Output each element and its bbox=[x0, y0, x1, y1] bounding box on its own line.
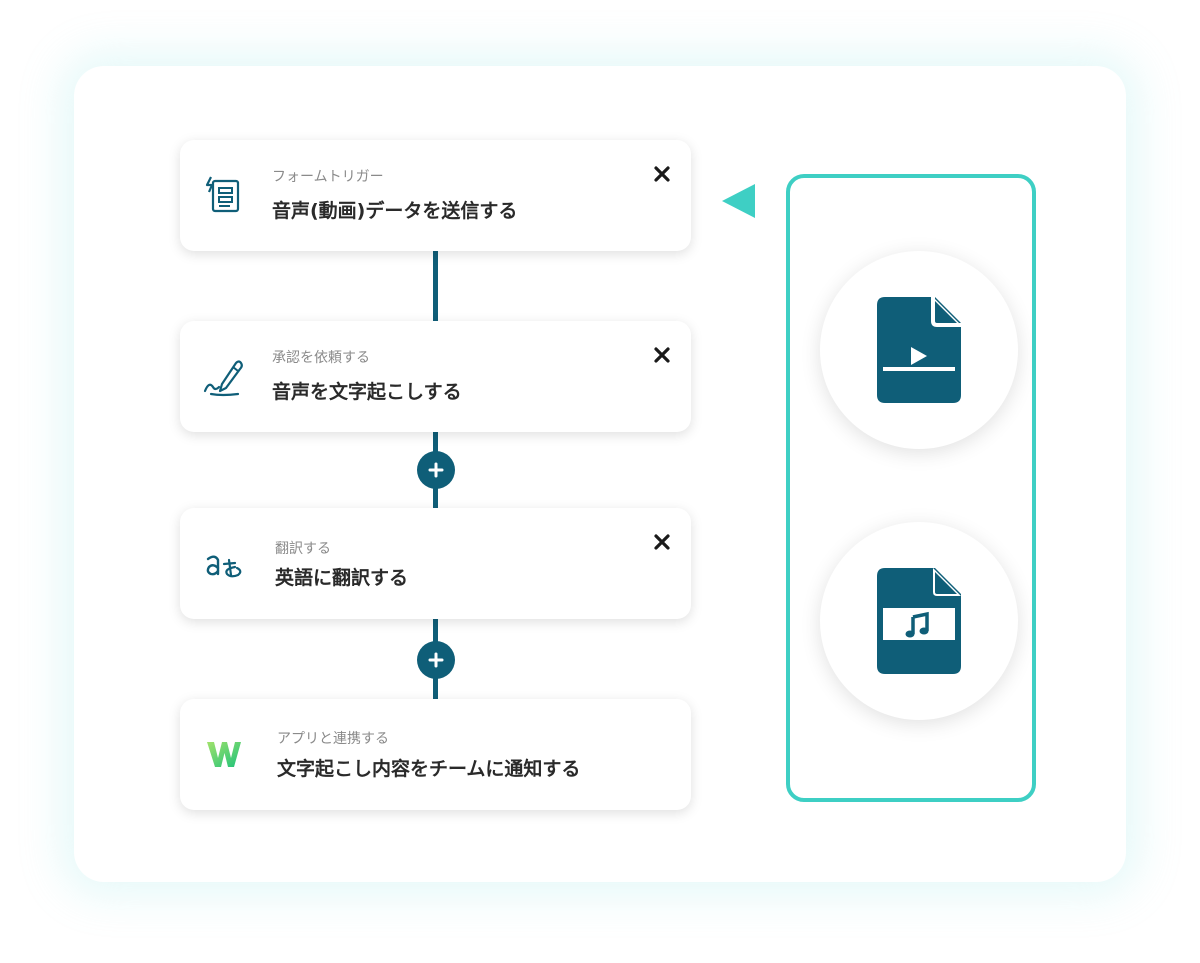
close-icon[interactable] bbox=[652, 532, 672, 552]
step-title: 音声を文字起こしする bbox=[272, 381, 462, 403]
chatwork-app-logo bbox=[202, 732, 246, 776]
flow-step-approval[interactable]: 承認を依頼する 音声を文字起こしする bbox=[180, 321, 691, 432]
step-label: 翻訳する bbox=[275, 541, 331, 557]
step-title: 英語に翻訳する bbox=[275, 567, 409, 589]
close-icon[interactable] bbox=[652, 164, 672, 184]
add-step-button[interactable] bbox=[417, 641, 455, 679]
step-title: 文字起こし内容をチームに通知する bbox=[277, 758, 581, 780]
audio-file-icon bbox=[877, 568, 961, 674]
translate-icon bbox=[202, 541, 246, 585]
plus-icon bbox=[428, 462, 444, 478]
video-file-badge bbox=[820, 251, 1018, 449]
video-file-icon bbox=[877, 297, 961, 403]
flow-connector bbox=[433, 251, 438, 321]
flow-step-form-trigger[interactable]: フォームトリガー 音声(動画)データを送信する bbox=[180, 140, 691, 251]
step-label: フォームトリガー bbox=[272, 169, 384, 185]
step-label: 承認を依頼する bbox=[272, 350, 370, 366]
signature-pen-icon bbox=[202, 354, 246, 398]
form-trigger-icon bbox=[202, 173, 246, 217]
flow-step-translate[interactable]: 翻訳する 英語に翻訳する bbox=[180, 508, 691, 619]
plus-icon bbox=[428, 652, 444, 668]
step-title: 音声(動画)データを送信する bbox=[272, 200, 518, 222]
add-step-button[interactable] bbox=[417, 451, 455, 489]
pointer-triangle bbox=[722, 184, 755, 218]
flow-step-app-integration[interactable]: アプリと連携する 文字起こし内容をチームに通知する bbox=[180, 699, 691, 810]
step-label: アプリと連携する bbox=[277, 731, 389, 747]
audio-file-badge bbox=[820, 522, 1018, 720]
close-icon[interactable] bbox=[652, 345, 672, 365]
